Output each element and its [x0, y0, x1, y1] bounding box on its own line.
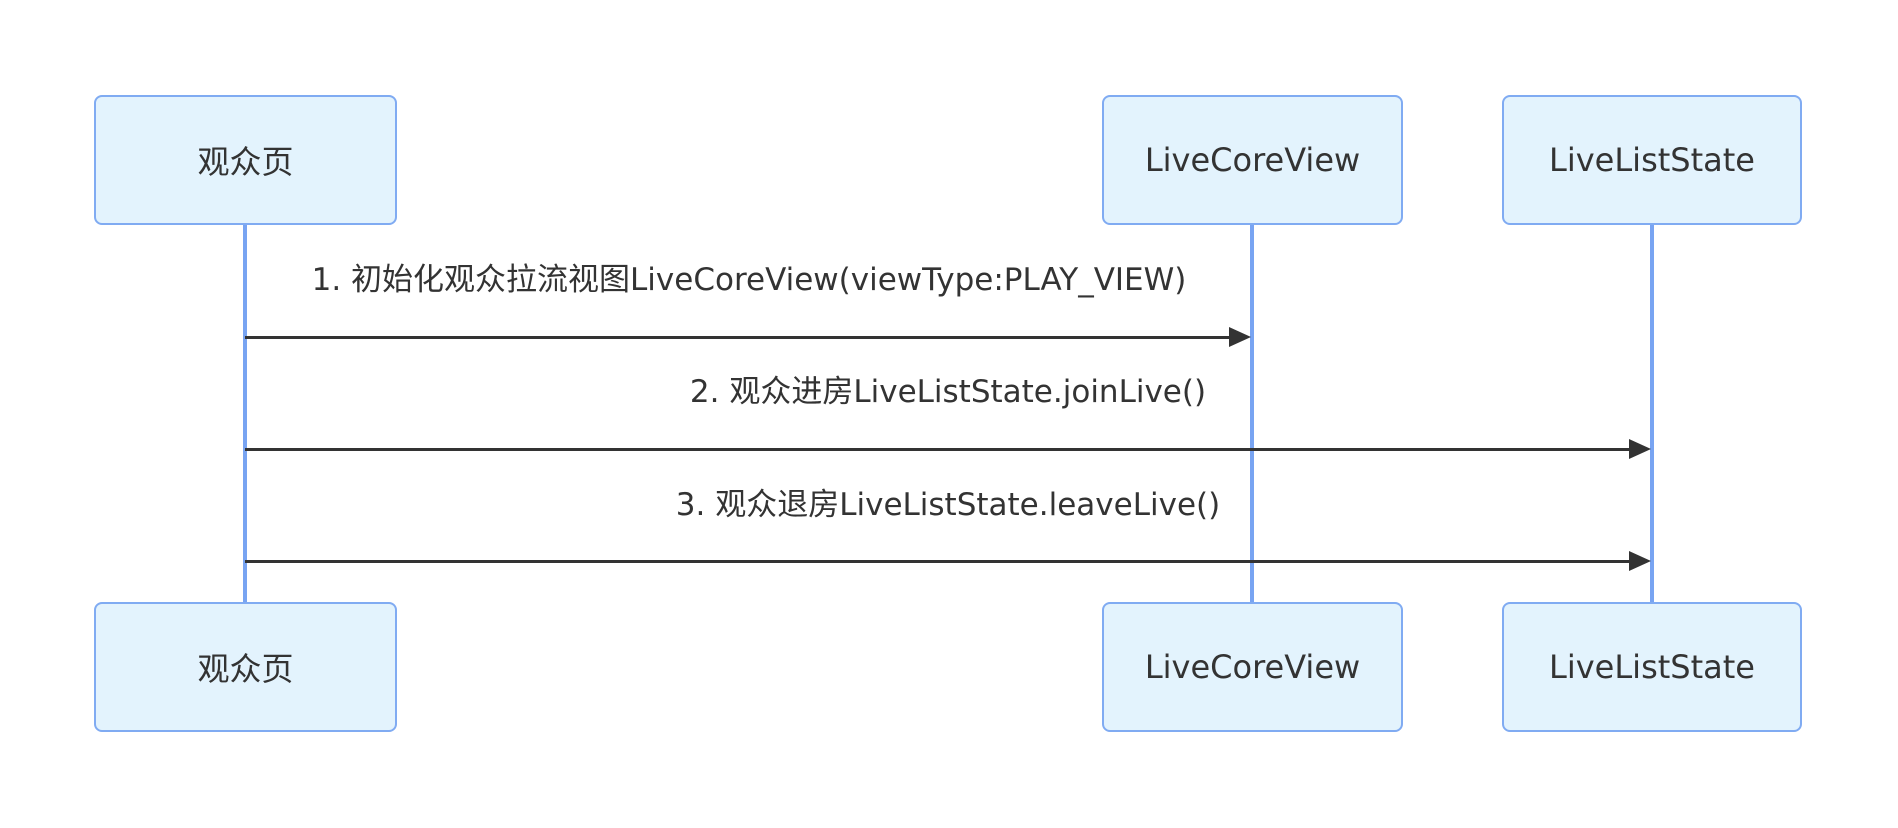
actor-label-live-core-view-bottom: LiveCoreView [1144, 648, 1361, 686]
message-3-arrow-line [245, 560, 1629, 563]
message-1-label: 1. 初始化观众拉流视图LiveCoreView(viewType:PLAY_V… [311, 262, 1187, 298]
actor-label-audience-page-bottom: 观众页 [197, 650, 294, 688]
actor-box-audience-page-bottom: 观众页 [94, 602, 397, 732]
actor-box-live-list-state-top: LiveListState [1502, 95, 1802, 225]
message-1-arrowhead-icon [1229, 327, 1251, 347]
actor-label-live-list-state-bottom: LiveListState [1549, 648, 1755, 686]
message-2-arrowhead-icon [1629, 439, 1651, 459]
actor-box-live-list-state-bottom: LiveListState [1502, 602, 1802, 732]
actor-label-live-list-state-top: LiveListState [1549, 141, 1755, 179]
lifeline-live-list-state [1650, 225, 1654, 602]
message-2-label: 2. 观众进房LiveListState.joinLive() [689, 374, 1207, 410]
actor-box-live-core-view-top: LiveCoreView [1102, 95, 1403, 225]
message-3-arrowhead-icon [1629, 551, 1651, 571]
message-2-arrow-line [245, 448, 1629, 451]
lifeline-live-core-view [1250, 225, 1254, 602]
message-3-label: 3. 观众退房LiveListState.leaveLive() [675, 487, 1221, 523]
actor-box-live-core-view-bottom: LiveCoreView [1102, 602, 1403, 732]
message-1-arrow-line [245, 336, 1229, 339]
actor-label-audience-page-top: 观众页 [197, 143, 294, 181]
actor-label-live-core-view-top: LiveCoreView [1144, 141, 1361, 179]
lifeline-audience-page [243, 225, 247, 602]
actor-box-audience-page-top: 观众页 [94, 95, 397, 225]
